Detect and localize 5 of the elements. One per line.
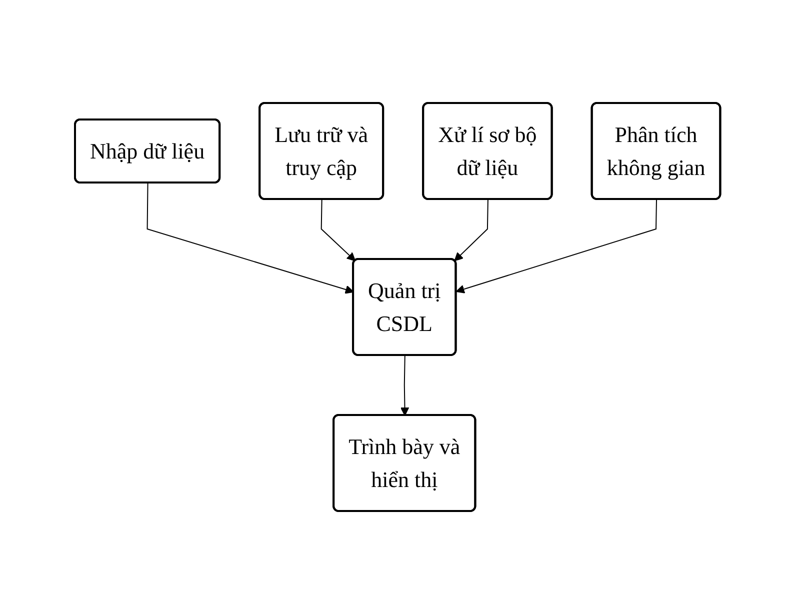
arrow: [454, 198, 488, 261]
arrow: [146, 182, 354, 294]
arrow: [456, 198, 657, 293]
arrow: [400, 354, 410, 416]
arrow: [320, 198, 356, 261]
